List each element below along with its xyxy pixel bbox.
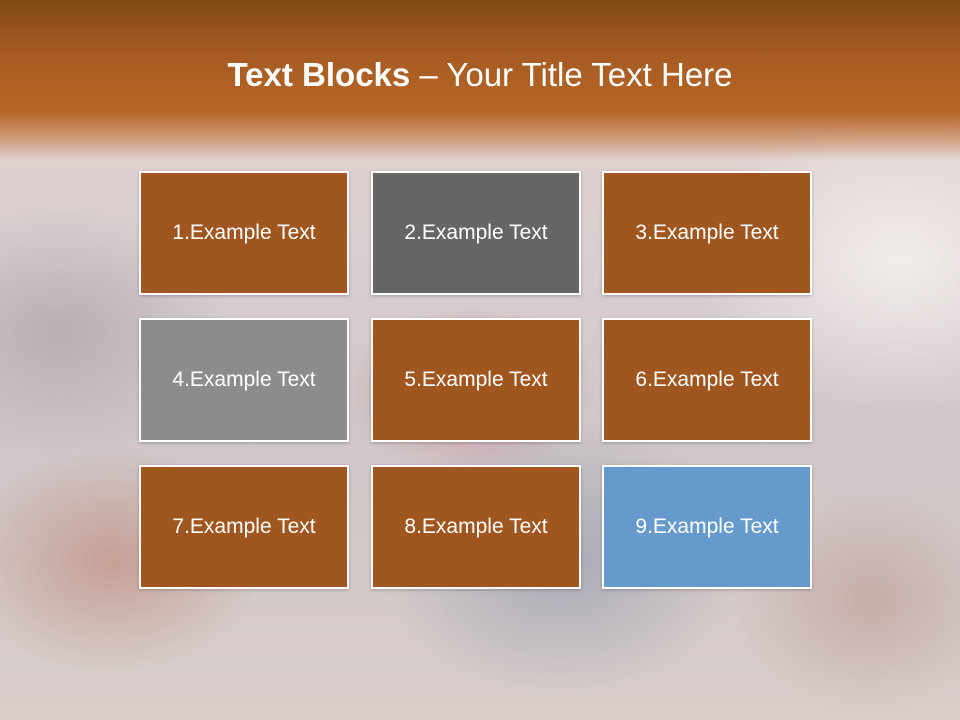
- slide-title: Text Blocks – Your Title Text Here: [0, 52, 960, 98]
- text-block-2: 2.Example Text: [371, 171, 581, 295]
- title-separator: –: [410, 56, 447, 93]
- text-block-4: 4.Example Text: [139, 318, 349, 442]
- title-normal-part: Your Title Text Here: [446, 56, 733, 93]
- text-block-9: 9.Example Text: [602, 465, 812, 589]
- title-bold-part: Text Blocks: [227, 56, 411, 93]
- text-block-5: 5.Example Text: [371, 318, 581, 442]
- text-block-8: 8.Example Text: [371, 465, 581, 589]
- header-band: [0, 0, 960, 160]
- text-block-3: 3.Example Text: [602, 171, 812, 295]
- text-block-6: 6.Example Text: [602, 318, 812, 442]
- text-block-1: 1.Example Text: [139, 171, 349, 295]
- text-block-7: 7.Example Text: [139, 465, 349, 589]
